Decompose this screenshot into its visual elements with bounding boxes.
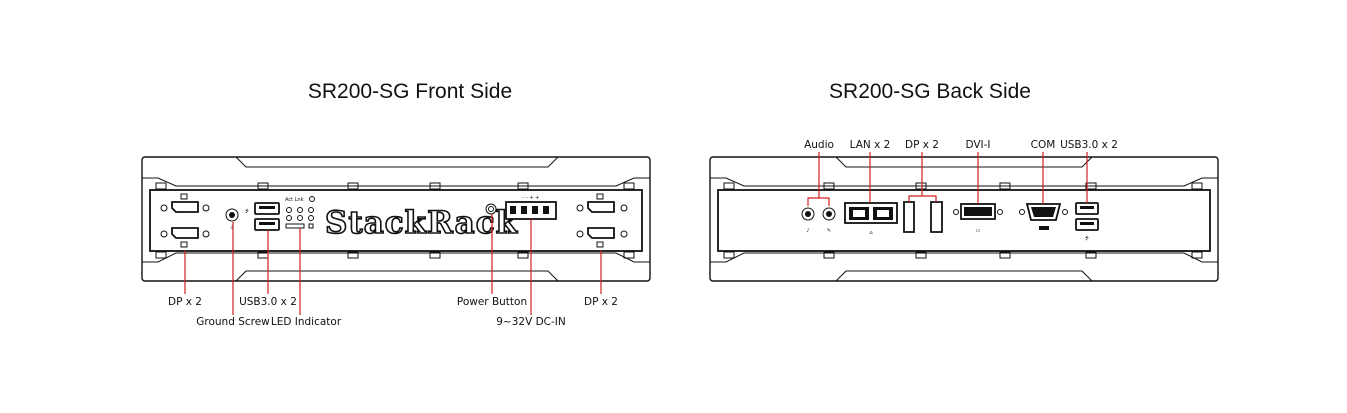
svg-text:Act Lnk: Act Lnk [285, 197, 304, 203]
front-dp-right-ports [576, 193, 628, 248]
callout-power-button: Power Button [457, 296, 527, 308]
front-usb-ports [254, 202, 280, 231]
callout-ground-screw: Ground Screw [196, 316, 270, 328]
front-chassis: ⏚ ⭍ Act Lnk StackRack - - + + [141, 156, 651, 282]
led-indicators: Act Lnk [285, 196, 315, 229]
front-callout-lines [184, 214, 602, 315]
back-chassis: ♪ ✎ ⌂ ▭ [709, 156, 1219, 282]
callout-dvi: DVI-I [965, 139, 990, 151]
mic-icon: ✎ [827, 228, 831, 234]
back-callout-lines [807, 152, 1088, 206]
front-title: SR200-SG Front Side [308, 80, 512, 103]
callout-led-indicator: LED Indicator [271, 316, 342, 328]
line-out-icon: ♪ [806, 228, 809, 234]
back-usb-ports: ⭍ [1075, 202, 1099, 242]
lan-ports: ⌂ [844, 202, 898, 236]
svg-text:- - + +: - - + + [523, 195, 540, 201]
back-title: SR200-SG Back Side [829, 80, 1031, 103]
callout-dp-right: DP x 2 [584, 296, 618, 308]
dc-in-connector: - - + + [505, 195, 557, 220]
ground-screw: ⏚ [225, 208, 239, 231]
callout-audio: Audio [804, 139, 834, 151]
callout-front-usb: USB3.0 x 2 [239, 296, 297, 308]
network-icon: ⌂ [869, 230, 872, 236]
back-dp-ports [903, 201, 943, 233]
audio-jacks: ♪ ✎ [801, 207, 836, 234]
callout-dp-left: DP x 2 [168, 296, 202, 308]
callout-com: COM [1031, 139, 1056, 151]
callout-lan: LAN x 2 [850, 139, 891, 151]
front-usb-icon: ⭍ [245, 209, 249, 215]
svg-text:⏚: ⏚ [229, 224, 234, 231]
callout-dc-in: 9~32V DC-IN [496, 316, 566, 328]
power-button [485, 203, 497, 215]
com-port [1019, 203, 1068, 230]
monitor-icon: ▭ [976, 228, 981, 234]
front-dp-left-ports [160, 193, 210, 248]
callout-back-usb: USB3.0 x 2 [1060, 139, 1118, 151]
usb-icon: ⭍ [1085, 236, 1089, 242]
callout-back-dp: DP x 2 [905, 139, 939, 151]
